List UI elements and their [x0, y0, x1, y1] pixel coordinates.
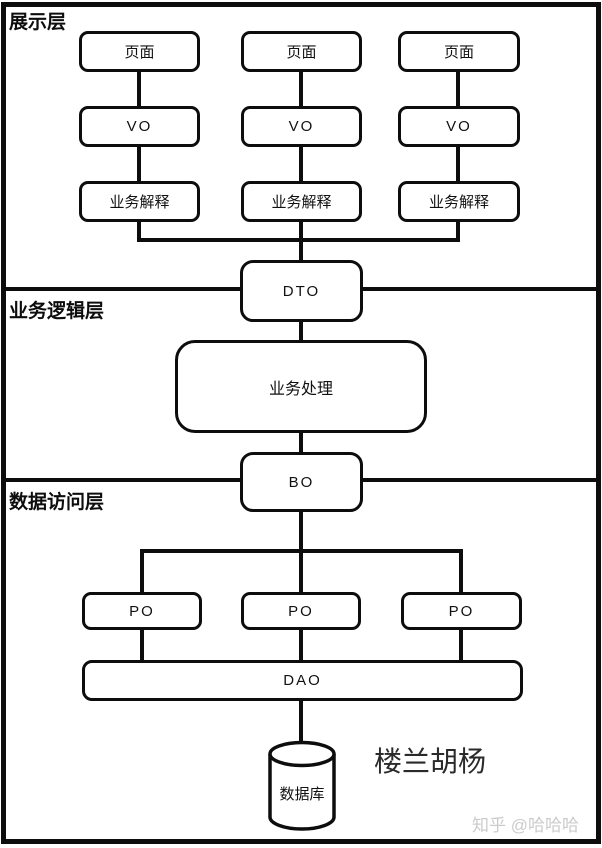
business-interpretation-box-2: 业务解释: [241, 181, 362, 222]
page-box-2: 页面: [241, 31, 362, 72]
business-layer-label: 业务逻辑层: [9, 301, 105, 322]
connector-vo-interp-1: [137, 145, 141, 183]
po-box-1: PO: [82, 592, 202, 630]
presentation-layer-label: 展示层: [9, 12, 67, 33]
business-interpretation-box-3: 业务解释: [398, 181, 520, 222]
dto-box: DTO: [240, 260, 363, 322]
watermark-text: 知乎 @哈哈哈: [472, 816, 579, 835]
connector-page-vo-1: [137, 70, 141, 108]
dao-box: DAO: [82, 660, 523, 701]
vo-box-2: VO: [241, 106, 362, 147]
connector-processing-bo: [299, 431, 303, 454]
vo-box-1: VO: [79, 106, 200, 147]
author-text: 楼兰胡杨: [374, 746, 487, 777]
vo-box-3: VO: [398, 106, 520, 147]
connector-po-dao-3: [459, 628, 463, 662]
connector-dto-processing: [299, 320, 303, 342]
page-box-3: 页面: [398, 31, 520, 72]
connector-bo-branch: [299, 510, 303, 553]
connector-dao-database: [299, 699, 303, 745]
business-processing-box: 业务处理: [175, 340, 427, 433]
connector-interp-join-1: [137, 220, 141, 242]
connector-interp-join-3: [456, 220, 460, 242]
data-access-layer-label: 数据访问层: [9, 492, 105, 513]
connector-branch-po-2: [299, 549, 303, 594]
connector-po-dao-2: [299, 628, 303, 662]
po-box-3: PO: [401, 592, 522, 630]
connector-vo-interp-3: [456, 145, 460, 183]
connector-page-vo-2: [299, 70, 303, 108]
connector-branch-po-3: [459, 549, 463, 594]
bo-box: BO: [240, 452, 363, 512]
database-cylinder-icon: [268, 740, 336, 831]
po-box-2: PO: [241, 592, 361, 630]
connector-page-vo-3: [456, 70, 460, 108]
connector-branch-po-1: [140, 549, 144, 594]
page-box-1: 页面: [79, 31, 200, 72]
database-label: 数据库: [279, 786, 325, 803]
business-interpretation-box-1: 业务解释: [79, 181, 200, 222]
connector-vo-interp-2: [299, 145, 303, 183]
connector-po-dao-1: [140, 628, 144, 662]
connector-join-horizontal-top: [137, 238, 460, 242]
